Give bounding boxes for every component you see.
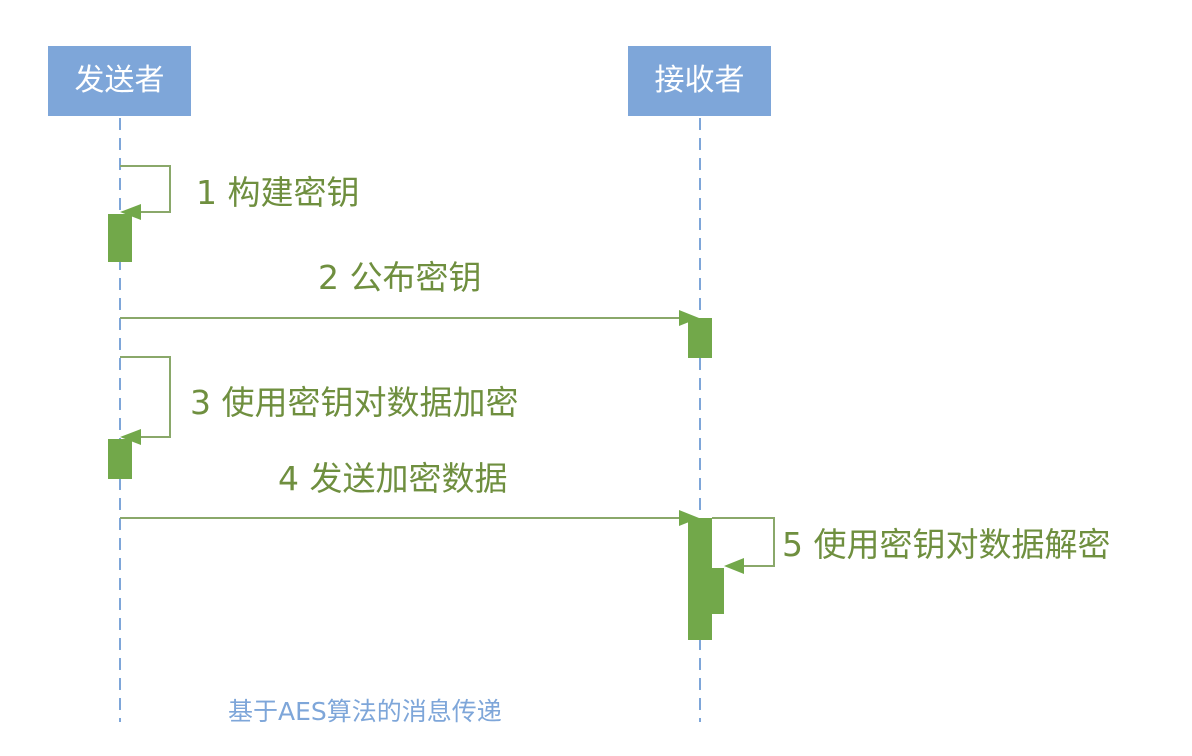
message-5-label: 5 使用密钥对数据解密 [782, 525, 1111, 564]
receiver-activation-3 [712, 568, 724, 614]
diagram-caption: 基于AES算法的消息传递 [228, 697, 502, 726]
actor-receiver: 接收者 [628, 46, 771, 116]
actor-sender: 发送者 [48, 46, 191, 116]
receiver-activation-2 [688, 518, 712, 640]
message-1-arrowhead [120, 204, 141, 220]
sender-activation-2 [108, 439, 132, 479]
message-1-self-arrow [120, 165, 171, 213]
message-3-arrowhead [120, 429, 141, 445]
sender-activation-1 [108, 214, 132, 262]
message-5-arrowhead [724, 558, 744, 574]
receiver-activation-1 [688, 318, 712, 358]
message-3-label: 3 使用密钥对数据加密 [190, 383, 519, 422]
message-2-label: 2 公布密钥 [318, 258, 482, 297]
message-1-label: 1 构建密钥 [196, 173, 360, 212]
message-4-label: 4 发送加密数据 [278, 459, 508, 498]
message-3-self-arrow [120, 356, 171, 438]
message-5-self-arrow [712, 517, 775, 567]
